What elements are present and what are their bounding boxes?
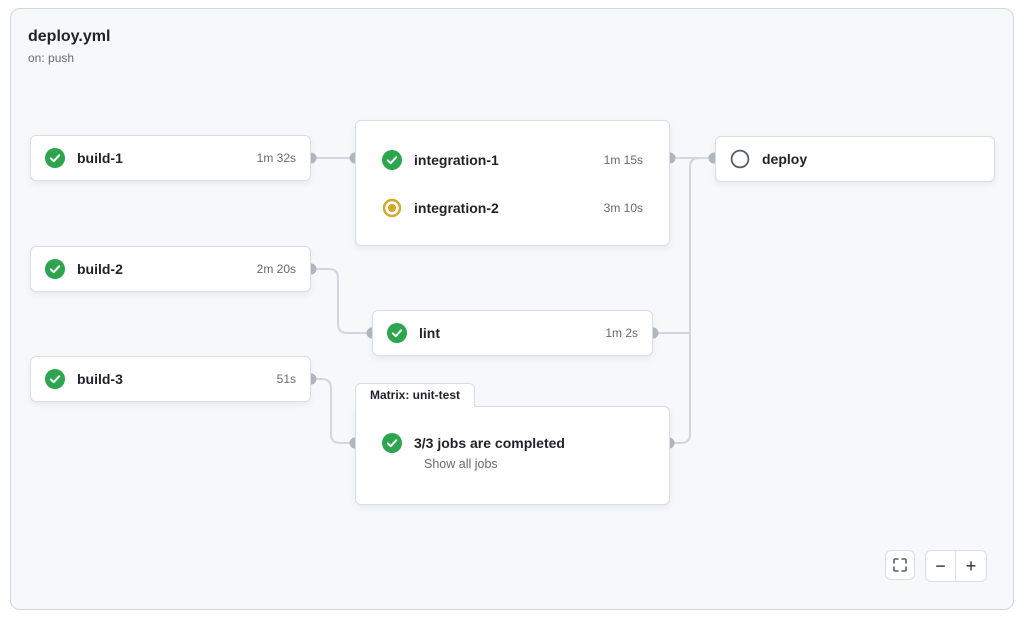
job-duration: 1m 32s xyxy=(256,151,296,165)
job-duration: 2m 20s xyxy=(256,262,296,276)
zoom-in-button[interactable]: + xyxy=(956,551,986,581)
edge-build2-lint xyxy=(311,268,372,334)
job-duration: 51s xyxy=(276,372,296,386)
matrix-summary-row[interactable]: 3/3 jobs are completed xyxy=(372,433,653,453)
job-node-integration-1[interactable]: integration-1 1m 15s xyxy=(372,136,653,184)
zoom-control-group: − + xyxy=(925,550,987,582)
workflow-canvas xyxy=(10,8,1014,610)
job-node-build-1[interactable]: build-1 1m 32s xyxy=(30,135,311,181)
job-node-build-2[interactable]: build-2 2m 20s xyxy=(30,246,311,292)
matrix-summary-text: 3/3 jobs are completed xyxy=(414,435,565,451)
edge-build3-matrix xyxy=(311,378,355,444)
workflow-header: deploy.yml on: push xyxy=(28,28,110,65)
minus-icon: − xyxy=(935,555,946,576)
job-label: build-2 xyxy=(77,261,123,277)
job-label: deploy xyxy=(762,151,808,167)
job-label: build-3 xyxy=(77,371,123,387)
job-label: integration-2 xyxy=(414,200,499,216)
job-label: build-1 xyxy=(77,150,123,166)
edge-matrix-deploy xyxy=(669,157,714,444)
job-label: lint xyxy=(419,325,440,341)
success-check-icon xyxy=(387,323,407,343)
fullscreen-icon xyxy=(893,558,907,572)
show-all-jobs-link[interactable]: Show all jobs xyxy=(424,457,498,471)
matrix-tab-label: Matrix: unit-test xyxy=(355,383,475,407)
success-check-icon xyxy=(382,433,402,453)
in-progress-icon xyxy=(382,198,402,218)
graph-controls: − + xyxy=(885,550,987,582)
pending-circle-icon xyxy=(730,149,750,169)
job-node-integration-2[interactable]: integration-2 3m 10s xyxy=(372,184,653,232)
plus-icon: + xyxy=(965,555,977,576)
job-group-matrix-unit-test: 3/3 jobs are completed Show all jobs xyxy=(355,406,670,505)
success-check-icon xyxy=(45,148,65,168)
job-group-integration: integration-1 1m 15s integration-2 3m 10… xyxy=(355,120,670,246)
success-check-icon xyxy=(45,369,65,389)
job-node-deploy[interactable]: deploy xyxy=(715,136,995,182)
job-duration: 1m 15s xyxy=(603,153,643,167)
success-check-icon xyxy=(45,259,65,279)
fullscreen-button[interactable] xyxy=(885,550,915,580)
success-check-icon xyxy=(382,150,402,170)
workflow-trigger: on: push xyxy=(28,51,75,65)
workflow-file-title: deploy.yml xyxy=(28,28,111,45)
zoom-out-button[interactable]: − xyxy=(926,551,956,581)
job-duration: 1m 2s xyxy=(605,326,638,340)
job-node-build-3[interactable]: build-3 51s xyxy=(30,356,311,402)
job-duration: 3m 10s xyxy=(603,201,643,215)
job-label: integration-1 xyxy=(414,152,499,168)
job-node-lint[interactable]: lint 1m 2s xyxy=(372,310,653,356)
